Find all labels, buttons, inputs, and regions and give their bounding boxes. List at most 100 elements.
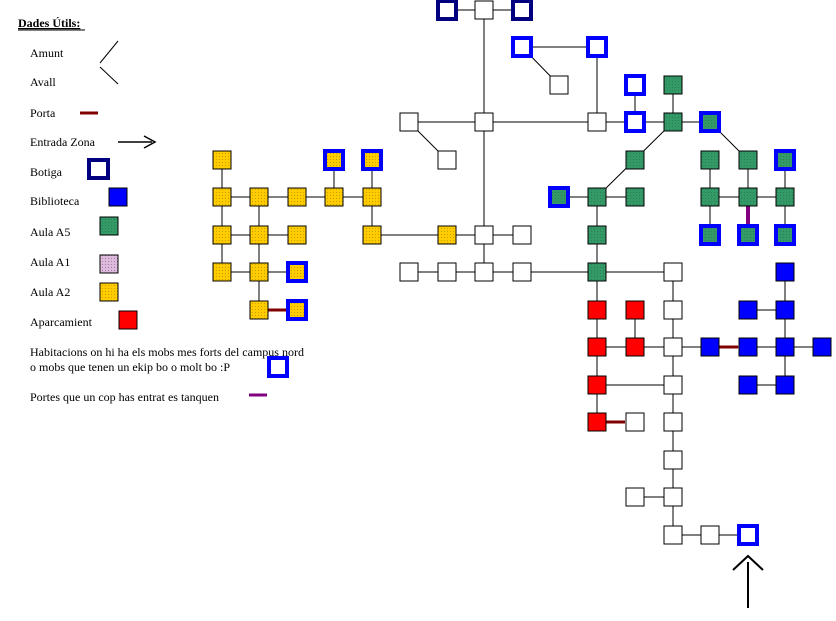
room-biblioteca xyxy=(775,337,795,357)
biblioteca-symbol xyxy=(108,187,128,207)
room-aula-a2 xyxy=(212,262,232,282)
room-aula-a5 xyxy=(738,187,758,207)
zone-entrance-arrow-icon xyxy=(732,554,764,608)
room-strong xyxy=(624,111,646,133)
room xyxy=(512,225,532,245)
room xyxy=(663,262,683,282)
room-biblioteca xyxy=(738,300,758,320)
room-aula-a5 xyxy=(663,75,683,95)
room-aula-a5 xyxy=(663,112,683,132)
room xyxy=(399,262,419,282)
legend-label-porta: Porta xyxy=(30,106,56,120)
room xyxy=(474,225,494,245)
map-doors xyxy=(268,206,750,424)
room-aula-a5-strong xyxy=(774,149,796,171)
map-rooms xyxy=(212,0,832,546)
room-aula-a5 xyxy=(587,225,607,245)
room-aula-a2 xyxy=(249,300,269,320)
legend-label-amunt: Amunt xyxy=(30,46,64,60)
room xyxy=(663,375,683,395)
strong-room-symbol xyxy=(267,356,289,378)
room-aparcament xyxy=(587,412,607,432)
room-biblioteca xyxy=(775,300,795,320)
room-aula-a5-strong xyxy=(737,224,759,246)
legend-locked-doors: Portes que un cop has entrat es tanquen xyxy=(30,390,219,404)
room-aula-a5 xyxy=(625,187,645,207)
room xyxy=(663,337,683,357)
room-botiga xyxy=(511,0,533,21)
room-aula-a5-strong xyxy=(774,224,796,246)
avall-symbol xyxy=(99,66,119,85)
room-aula-a2-strong xyxy=(323,149,345,171)
room xyxy=(512,262,532,282)
room xyxy=(474,112,494,132)
room-biblioteca xyxy=(738,375,758,395)
room-aula-a2-strong xyxy=(286,261,308,283)
room xyxy=(399,112,419,132)
legend-label-botiga: Botiga xyxy=(30,165,63,179)
room-aula-a5-strong xyxy=(699,224,721,246)
room-aula-a5-strong xyxy=(699,111,721,133)
room xyxy=(663,300,683,320)
room xyxy=(549,75,569,95)
room-biblioteca xyxy=(700,337,720,357)
room-aula-a2 xyxy=(249,225,269,245)
room-aula-a2 xyxy=(362,225,382,245)
room xyxy=(625,412,645,432)
room-aula-a2 xyxy=(287,187,307,207)
room-aula-a2 xyxy=(249,262,269,282)
room-biblioteca xyxy=(775,262,795,282)
room-aula-a2 xyxy=(287,225,307,245)
room-aula-a5 xyxy=(738,150,758,170)
aparcament-symbol xyxy=(118,310,138,330)
legend-label-biblioteca: Biblioteca xyxy=(30,194,80,208)
room-aula-a2-strong xyxy=(286,299,308,321)
amunt-symbol xyxy=(99,40,119,64)
room xyxy=(663,525,683,545)
room xyxy=(437,262,457,282)
room-strong xyxy=(586,36,608,58)
room-aula-a5 xyxy=(775,187,795,207)
room-aula-a2 xyxy=(362,187,382,207)
room-aparcament xyxy=(587,375,607,395)
legend-strong-line1: Habitacions on hi ha els mobs mes forts … xyxy=(30,345,304,359)
room-aula-a2 xyxy=(324,187,344,207)
room-strong xyxy=(511,36,533,58)
room xyxy=(474,0,494,20)
room-botiga xyxy=(436,0,458,21)
room-aparcament xyxy=(625,337,645,357)
room xyxy=(625,487,645,507)
aula-a2-symbol xyxy=(99,282,119,302)
entrada-arrow-icon xyxy=(118,135,157,149)
room-aula-a2 xyxy=(212,150,232,170)
room-aula-a5-strong xyxy=(548,186,570,208)
room xyxy=(663,450,683,470)
legend-label-aula-a5: Aula A5 xyxy=(30,225,70,239)
room-aula-a5 xyxy=(700,150,720,170)
room-aula-a5 xyxy=(587,262,607,282)
legend-label-aula-a2: Aula A2 xyxy=(30,285,70,299)
room xyxy=(700,525,720,545)
aula-a1-symbol xyxy=(99,254,119,274)
room-aula-a5 xyxy=(587,187,607,207)
legend-title: Dades Útils: xyxy=(18,16,80,30)
aula-a5-symbol xyxy=(99,216,119,236)
room-strong xyxy=(737,524,759,546)
legend-label-entrada: Entrada Zona xyxy=(30,135,96,149)
legend-label-avall: Avall xyxy=(30,75,56,89)
room-aula-a5 xyxy=(700,187,720,207)
room xyxy=(587,112,607,132)
legend-label-aparcament: Aparcamient xyxy=(30,315,93,329)
room-biblioteca xyxy=(812,337,832,357)
room xyxy=(663,412,683,432)
room-aula-a2 xyxy=(249,187,269,207)
room-aparcament xyxy=(625,300,645,320)
room-biblioteca xyxy=(738,337,758,357)
room-aula-a2 xyxy=(212,187,232,207)
room-aula-a2-strong xyxy=(361,149,383,171)
room-aula-a2 xyxy=(212,225,232,245)
room-aparcament xyxy=(587,300,607,320)
room-aparcament xyxy=(587,337,607,357)
botiga-symbol xyxy=(87,158,110,180)
